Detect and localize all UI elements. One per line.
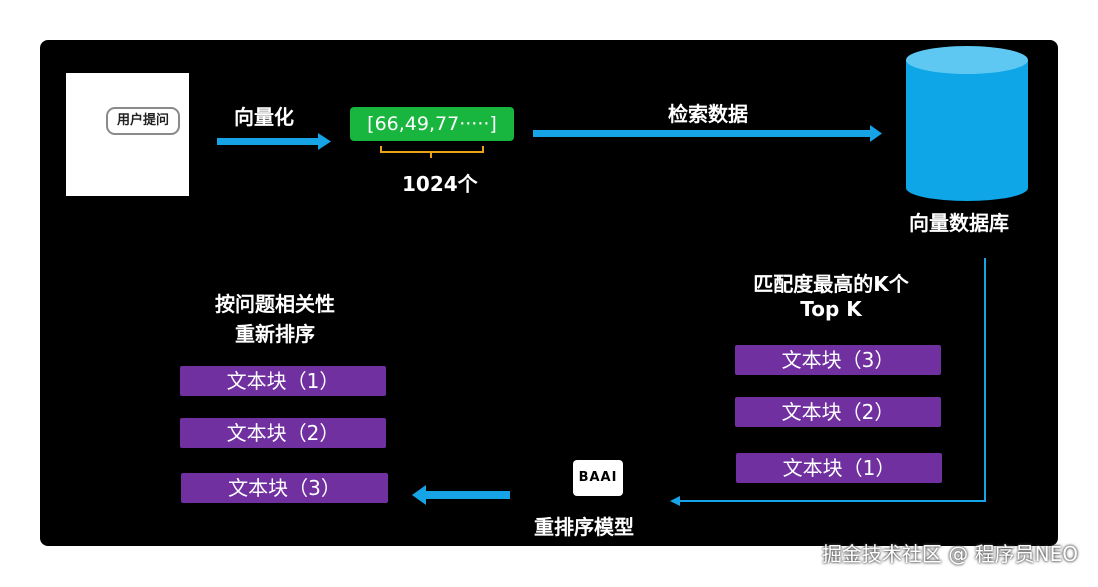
reranked-block-1: 文本块（1） [180, 366, 386, 396]
watermark: 掘金技术社区 @ 程序员NEO [821, 542, 1078, 566]
arrow-search [533, 125, 882, 142]
user-question-bubble: 用户提问 [106, 107, 180, 135]
reranked-block-3: 文本块（3） [181, 473, 388, 503]
vector-value: [66,49,77·····] [350, 107, 514, 141]
label-rerank-sub: 重新排序 [235, 322, 315, 346]
label-topk-title: 匹配度最高的K个 [753, 272, 909, 296]
arrow-vectorize [217, 133, 331, 150]
topk-block-3: 文本块（1） [736, 453, 942, 483]
brace-1024 [380, 146, 484, 158]
topk-block-2: 文本块（2） [735, 397, 941, 427]
user-question-card: 用户提问 [66, 73, 189, 196]
label-vectorize: 向量化 [234, 105, 294, 129]
label-vector-db: 向量数据库 [909, 211, 1009, 235]
arrow-rerank-output [412, 485, 510, 505]
label-rerank-model: 重排序模型 [534, 515, 634, 539]
baai-logo: BAAI [573, 460, 623, 496]
topk-block-1: 文本块（3） [735, 345, 941, 375]
label-rerank-title: 按问题相关性 [215, 292, 335, 316]
reranked-block-2: 文本块（2） [180, 418, 386, 448]
label-search: 检索数据 [668, 102, 748, 126]
label-topk-sub: Top K [800, 297, 862, 321]
arrow-retrieve [670, 258, 986, 506]
vector-db-icon [906, 46, 1028, 201]
label-dimensions: 1024个 [402, 172, 478, 196]
